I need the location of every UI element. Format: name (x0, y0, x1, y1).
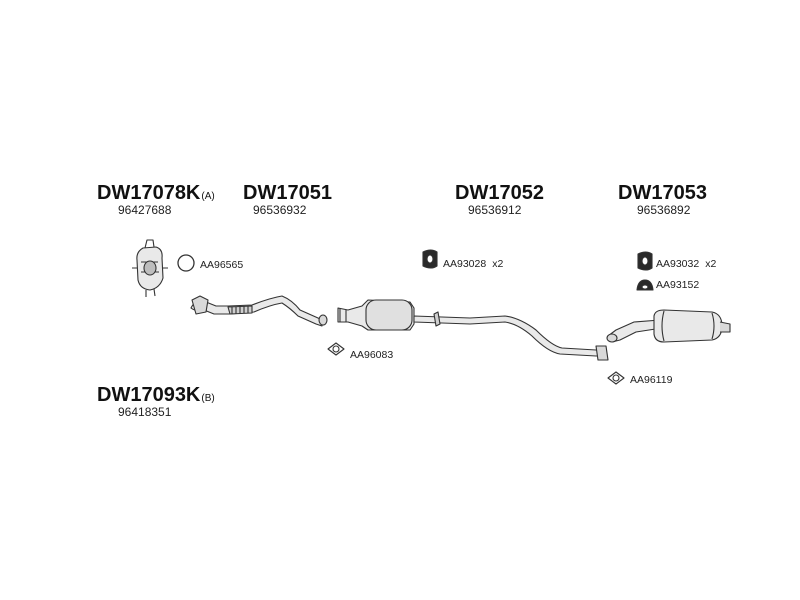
part-code: DW17053 (618, 182, 707, 204)
rear-silencer-drawing (606, 309, 731, 343)
accessory-label-aa93028: AA93028 x2 (443, 258, 503, 270)
part-label-dw17052: DW17052 96536912 (455, 182, 544, 217)
rear-hanger-drawing (636, 279, 654, 291)
front-pipe-drawing (190, 295, 328, 327)
rear-mount-drawing (637, 251, 653, 271)
middle-section-drawing (337, 299, 609, 361)
part-label-dw17051: DW17051 96536932 (243, 182, 332, 217)
accessory-label-aa93032: AA93032 x2 (656, 258, 716, 270)
part-label-dw17078k: DW17078K(A) 96427688 (97, 182, 215, 217)
accessory-qty: x2 (705, 258, 717, 270)
accessory-label-aa96119: AA96119 (630, 374, 673, 386)
accessory-label-aa93152: AA93152 (656, 279, 700, 291)
part-label-dw17093k: DW17093K(B) 96418351 (97, 384, 215, 419)
part-code: DW17093K (97, 384, 201, 406)
part-code: DW17078K (97, 182, 201, 204)
part-code: DW17052 (455, 182, 544, 204)
ring-gasket-drawing (177, 254, 195, 272)
part-variant: (B) (201, 393, 215, 404)
part-label-dw17053: DW17053 96536892 (618, 182, 707, 217)
oem-number: 96418351 (118, 405, 172, 419)
catalytic-converter-drawing (132, 239, 168, 297)
accessory-qty: x2 (492, 258, 504, 270)
oem-number: 96427688 (118, 203, 172, 217)
accessory-code: AA93028 (443, 258, 487, 270)
accessory-label-aa96565: AA96565 (200, 259, 244, 271)
part-variant: (A) (201, 191, 215, 202)
accessory-label-aa96083: AA96083 (350, 349, 394, 361)
rubber-mount-drawing (422, 249, 438, 269)
gasket-front-drawing (327, 342, 345, 356)
accessory-code: AA93032 (656, 258, 700, 270)
oem-number: 96536892 (637, 203, 691, 217)
oem-number: 96536932 (253, 203, 307, 217)
part-code: DW17051 (243, 182, 332, 204)
oem-number: 96536912 (468, 203, 522, 217)
gasket-rear-drawing (607, 371, 625, 385)
